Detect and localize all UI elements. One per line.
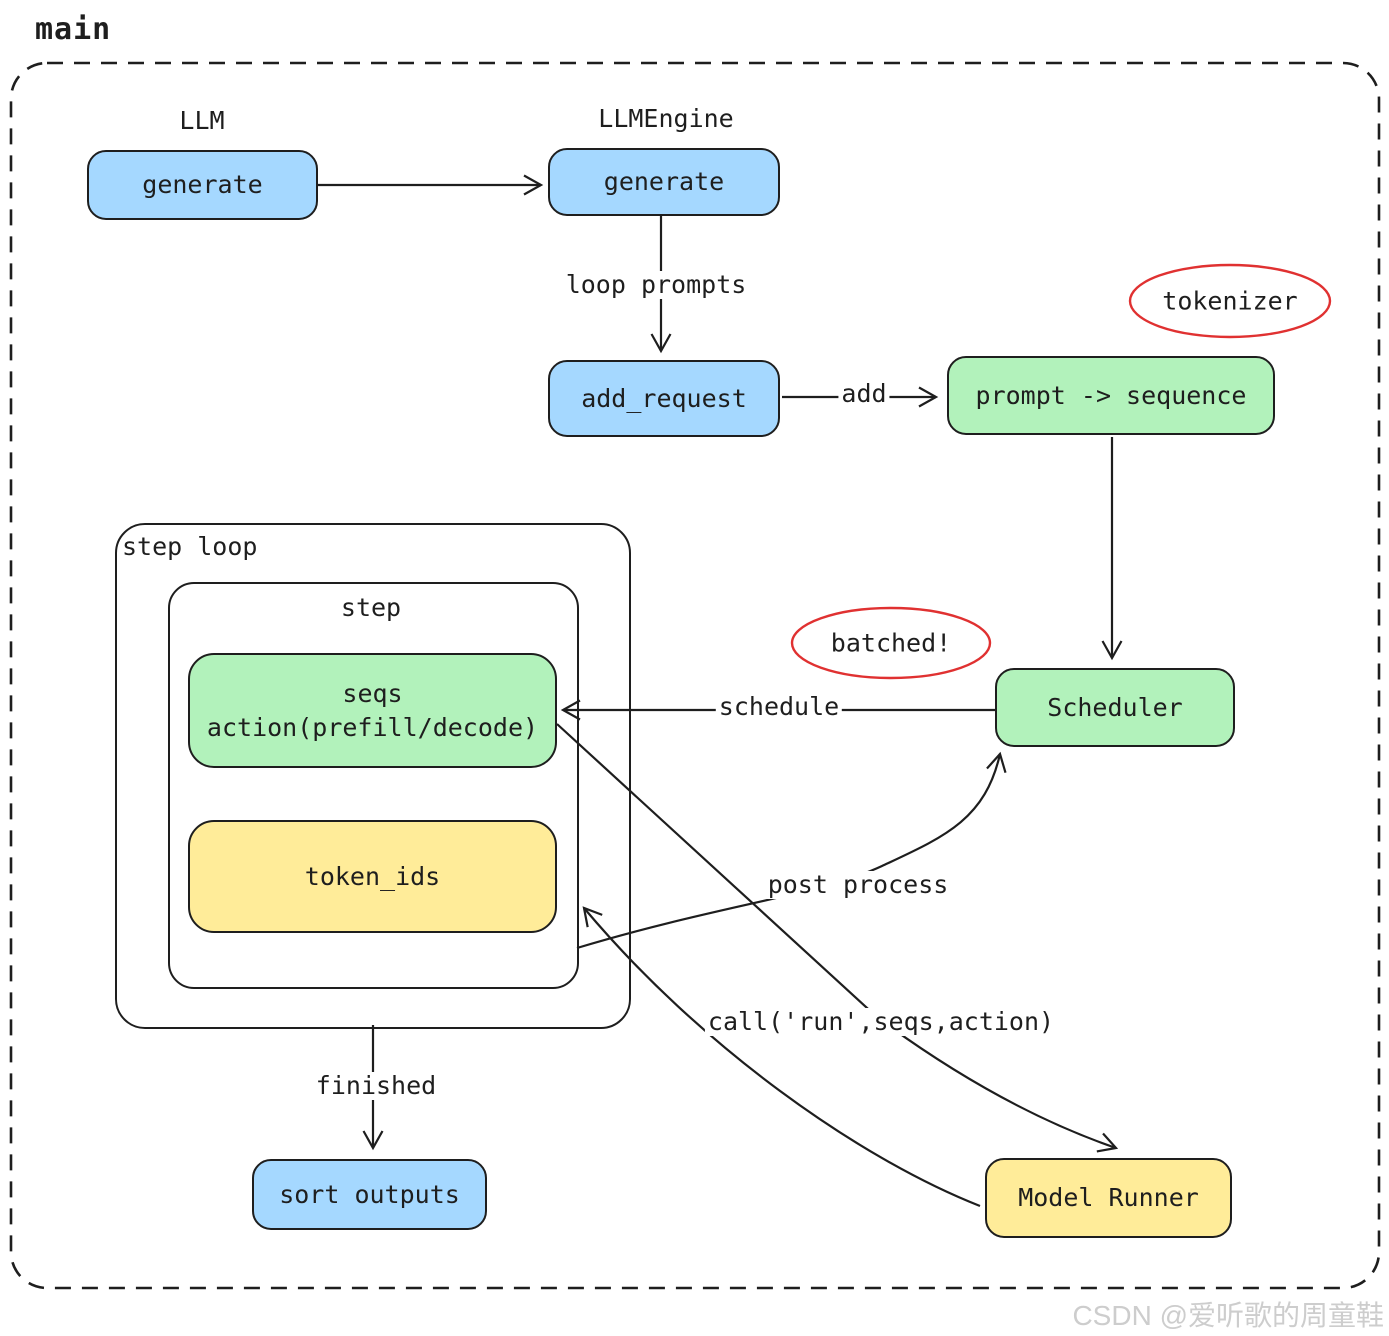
edge-label-call-run: call('run',seqs,action): [704, 1008, 1058, 1036]
arrow-modelrunner-to-tokenids: [582, 906, 981, 1208]
llmengine-class-label: LLMEngine: [598, 104, 734, 133]
node-scheduler: Scheduler: [995, 668, 1235, 747]
arrow-postprocess-to-scheduler: [576, 751, 1007, 950]
node-seqs-action: seqs action(prefill/decode): [188, 653, 557, 768]
llm-class-label: LLM: [179, 106, 225, 135]
action-line: action(prefill/decode): [206, 712, 539, 742]
edge-label-schedule: schedule: [715, 693, 843, 721]
node-sort-outputs: sort outputs: [252, 1159, 487, 1230]
main-frame-title: main: [35, 12, 112, 47]
node-prompt-sequence: prompt -> sequence: [947, 356, 1275, 435]
node-model-runner: Model Runner: [985, 1158, 1232, 1238]
batched-annotation: batched!: [830, 628, 952, 658]
step-label: step: [340, 593, 402, 622]
edge-label-finished: finished: [312, 1072, 440, 1100]
edge-label-add: add: [838, 380, 890, 408]
edge-label-loop-prompts: loop prompts: [562, 271, 750, 299]
node-engine-generate: generate: [548, 148, 780, 216]
seqs-line: seqs: [342, 678, 403, 708]
step-loop-label: step loop: [122, 532, 258, 561]
node-token-ids: token_ids: [188, 820, 557, 933]
node-llm-generate: generate: [87, 150, 318, 220]
arrow-seqs-to-modelrunner: [556, 723, 1119, 1153]
edge-label-post-process: post process: [764, 871, 952, 899]
node-add-request: add_request: [548, 360, 780, 437]
csdn-watermark: CSDN @爱听歌的周童鞋: [1072, 1300, 1384, 1331]
tokenizer-annotation: tokenizer: [1162, 286, 1298, 316]
